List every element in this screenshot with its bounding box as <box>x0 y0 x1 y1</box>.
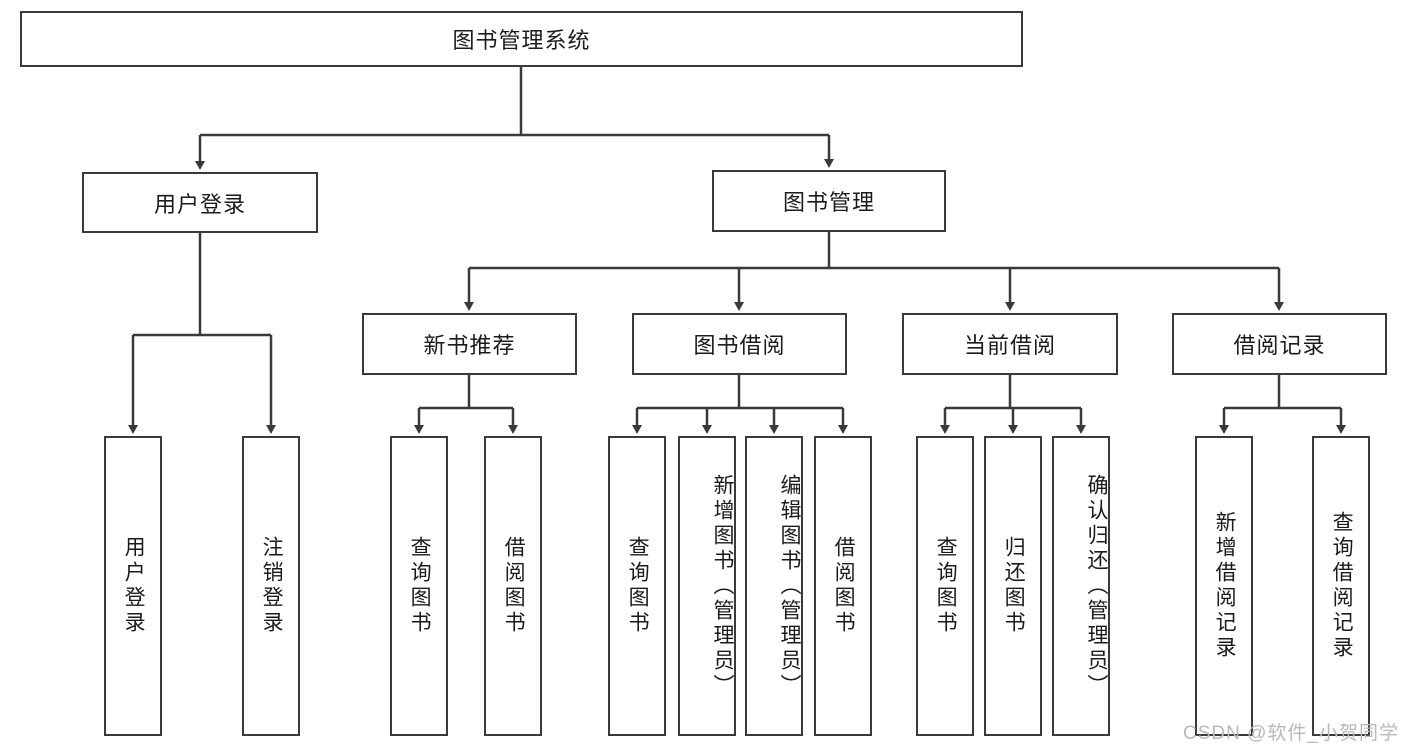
node-leaf-9: 归还图书 <box>984 436 1042 736</box>
node-root: 图书管理系统 <box>20 11 1023 67</box>
node-leaf-6: 编辑图书（管理员） <box>745 436 803 736</box>
node-leaf-10: 确认归还（管理员） <box>1052 436 1110 736</box>
node-leaf-4: 查询图书 <box>608 436 666 736</box>
node-level3-2: 当前借阅 <box>902 313 1118 375</box>
node-leaf-7: 借阅图书 <box>814 436 872 736</box>
node-leaf-11: 新增借阅记录 <box>1195 436 1253 736</box>
node-level2-0: 用户登录 <box>82 172 318 233</box>
watermark: CSDN @软件_小贺同学 <box>1183 723 1399 744</box>
node-leaf-8: 查询图书 <box>916 436 974 736</box>
node-leaf-3: 借阅图书 <box>484 436 542 736</box>
node-leaf-12: 查询借阅记录 <box>1312 436 1370 736</box>
node-level2-1: 图书管理 <box>712 170 946 232</box>
node-level3-0: 新书推荐 <box>362 313 577 375</box>
node-leaf-5: 新增图书（管理员） <box>678 436 736 736</box>
node-level3-3: 借阅记录 <box>1172 313 1387 375</box>
node-level3-1: 图书借阅 <box>632 313 847 375</box>
node-leaf-2: 查询图书 <box>390 436 448 736</box>
node-leaf-0: 用户登录 <box>104 436 162 736</box>
node-leaf-1: 注销登录 <box>242 436 300 736</box>
